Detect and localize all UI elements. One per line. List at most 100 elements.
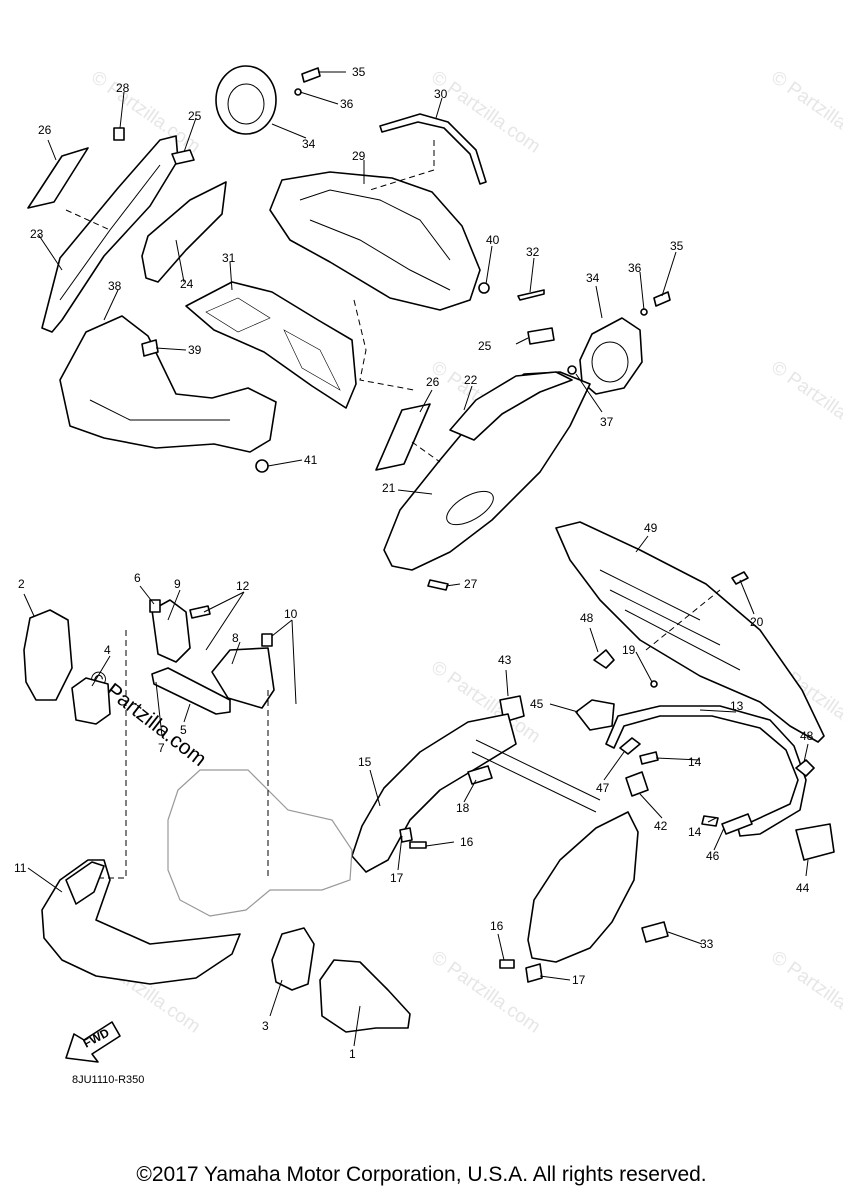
callout-5: 5 (180, 723, 187, 737)
part-24-trim (141, 181, 227, 283)
callout-24: 24 (180, 277, 194, 291)
callout-15: 15 (358, 755, 372, 769)
part-21-cover (383, 371, 591, 571)
callout-35: 35 (352, 65, 366, 79)
callout-48b: 48 (800, 729, 814, 743)
callout-44: 44 (796, 881, 810, 895)
part-46-plate (721, 813, 753, 835)
callout-36b: 36 (628, 261, 642, 275)
copyright-notice: ©2017 Yamaha Motor Corporation, U.S.A. A… (136, 1163, 707, 1186)
callout-6: 6 (134, 571, 141, 585)
part-15-crossbar (471, 739, 601, 813)
frame-body (167, 769, 353, 917)
part-35-screw-top (301, 67, 321, 83)
part-2-cover (23, 609, 73, 701)
callout-21: 21 (382, 481, 396, 495)
part-5-stay (151, 667, 231, 715)
watermark: © Partzilla.com (767, 67, 843, 158)
part-4-bracket (71, 677, 111, 725)
callout-11: 11 (14, 861, 27, 875)
callout-14b: 14 (688, 825, 702, 839)
callout-10: 10 (284, 607, 298, 621)
diagram-code: 8JU1110-R350 (72, 1074, 145, 1086)
watermark: © Partzilla.com (427, 947, 544, 1038)
part-20-rivet (731, 571, 749, 585)
callout-8: 8 (232, 631, 239, 645)
callout-27: 27 (464, 577, 478, 591)
part-34-ring-top (215, 65, 277, 135)
part-22-cover-top (449, 371, 573, 441)
callout-13: 13 (730, 699, 744, 713)
callout-36: 36 (340, 97, 354, 111)
part-35-screw-right (653, 291, 671, 307)
part-33-cowl (527, 811, 639, 963)
callout-17: 17 (390, 871, 404, 885)
part-29-detail (299, 189, 451, 291)
part-27-screw (427, 579, 449, 591)
assembly-lines (65, 140, 721, 880)
part-37-collar (567, 365, 577, 375)
part-21-window (446, 490, 494, 526)
part-16-bolt-b (499, 959, 515, 969)
part-39-clip (141, 339, 159, 357)
part-40-bolt (478, 282, 490, 294)
callout-16b: 16 (490, 919, 504, 933)
callout-16: 16 (460, 835, 474, 849)
part-48-grommet-top (593, 649, 615, 669)
callout-34: 34 (302, 137, 316, 151)
part-48-grommet-right (795, 759, 815, 777)
part-30-strip (379, 113, 487, 185)
part-28-screw (113, 127, 125, 141)
callout-25: 25 (188, 109, 202, 123)
part-49-grille (555, 521, 825, 743)
callout-7: 7 (158, 741, 165, 755)
part-34-ring-right (579, 317, 643, 395)
callout-17b: 17 (572, 973, 586, 987)
part-26-sticker-left (27, 147, 89, 209)
callout-25b: 25 (478, 339, 492, 353)
part-34-ring-right-inner (591, 341, 629, 383)
callout-37: 37 (600, 415, 614, 429)
part-6-bolt (149, 599, 161, 613)
part-31-mesh (205, 297, 341, 391)
part-42-grommet (625, 771, 649, 797)
watermark: © Partzilla.com (767, 357, 843, 448)
part-18-clip (467, 765, 493, 785)
part-38-lower-bracket (59, 315, 277, 453)
callout-38: 38 (108, 279, 122, 293)
callout-35b: 35 (670, 239, 684, 253)
callout-4: 4 (104, 643, 111, 657)
part-29-inner-panel (269, 171, 481, 311)
part-31-mesh-bracket (185, 281, 357, 409)
part-10-bolt (261, 633, 273, 647)
part-44-bracket (795, 823, 835, 861)
callout-22: 22 (464, 373, 478, 387)
part-16-bolt-a (409, 841, 427, 849)
part-13-bar (605, 705, 807, 837)
callout-9: 9 (174, 577, 181, 591)
callouts: 1 2 3 4 5 6 7 8 9 10 11 12 13 14 14 15 1… (14, 65, 814, 1061)
part-3-duct-cover (271, 927, 315, 991)
callout-42: 42 (654, 819, 668, 833)
callout-45: 45 (530, 697, 544, 711)
callout-14: 14 (688, 755, 702, 769)
callout-33: 33 (700, 937, 714, 951)
part-12-bolt (189, 605, 211, 619)
callout-40: 40 (486, 233, 500, 247)
part-14-bolt-a (639, 751, 659, 765)
callout-30: 30 (434, 87, 448, 101)
part-1-duct (319, 959, 411, 1033)
part-11-grille (65, 861, 105, 905)
callout-20: 20 (750, 615, 764, 629)
part-25-pad-right (527, 327, 555, 345)
callout-46: 46 (706, 849, 720, 863)
part-26-sticker-right (375, 403, 431, 471)
part-8-bracket (211, 647, 275, 709)
callout-43: 43 (498, 653, 512, 667)
part-32-rivet (517, 289, 545, 301)
part-23-edge (59, 164, 161, 301)
watermark: © Partzilla.com (427, 67, 544, 158)
part-38-detail (89, 399, 230, 421)
fwd-arrow: FWD (65, 1021, 121, 1063)
